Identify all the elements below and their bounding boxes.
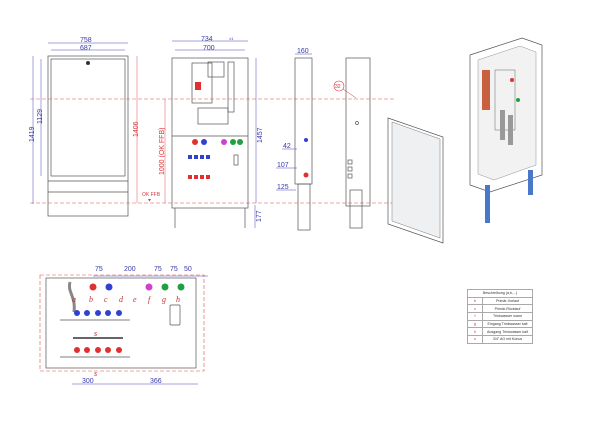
dim-160: 160 xyxy=(297,48,309,55)
detail-badge: 32 xyxy=(335,84,341,90)
dim-1000-ok-ffb: 1000 (OK FFB) xyxy=(159,128,166,175)
label-g: g xyxy=(162,295,166,304)
dim-75-a: 75 xyxy=(95,266,103,273)
dim-107: 107 xyxy=(277,162,289,169)
dim-200: 200 xyxy=(124,266,136,273)
label-f: f xyxy=(148,295,152,304)
label-s-lower: s xyxy=(94,369,97,378)
front-view: 758 687 1419 1129 1406 OK FFB xyxy=(29,37,161,217)
dim-1129: 1129 xyxy=(37,109,44,124)
dim-734: 734 xyxy=(201,36,213,43)
dim-758: 758 xyxy=(80,37,92,44)
legend-header: Beschreibung (a,b,...) xyxy=(467,289,533,298)
isometric-view xyxy=(387,37,543,244)
dim-700: 700 xyxy=(203,45,215,52)
floor-label: OK FFB xyxy=(142,192,161,198)
dim-50: 50 xyxy=(184,266,192,273)
dim-366: 366 xyxy=(150,378,162,385)
dim-1457: 1457 xyxy=(257,127,264,143)
dim-125: 125 xyxy=(277,184,289,191)
label-c: c xyxy=(104,295,108,304)
dim-734-tolerance: ±1 xyxy=(229,36,234,41)
label-s-upper: s xyxy=(94,329,97,338)
dim-75-b: 75 xyxy=(154,266,162,273)
dim-687: 687 xyxy=(80,45,92,52)
label-h: h xyxy=(176,295,180,304)
label-b: b xyxy=(89,295,93,304)
dim-42: 42 xyxy=(283,143,291,150)
dim-1406: 1406 xyxy=(133,121,140,137)
connection-valves xyxy=(89,283,185,291)
dim-75-c: 75 xyxy=(170,266,178,273)
dim-300: 300 xyxy=(82,378,94,385)
detail-view: 75 200 75 75 50 a b c d e f g h s s 300 … xyxy=(39,266,208,385)
label-e: e xyxy=(133,295,137,304)
side-view-right: 32 xyxy=(333,57,371,229)
label-a: a xyxy=(72,295,76,304)
dim-1419: 1419 xyxy=(29,126,36,142)
dim-177: 177 xyxy=(256,210,263,222)
side-view: 160 42 107 125 xyxy=(276,48,313,231)
open-view: 734 ±1 700 1457 177 1000 (OK FFB) xyxy=(159,36,264,228)
label-d: d xyxy=(119,295,124,304)
